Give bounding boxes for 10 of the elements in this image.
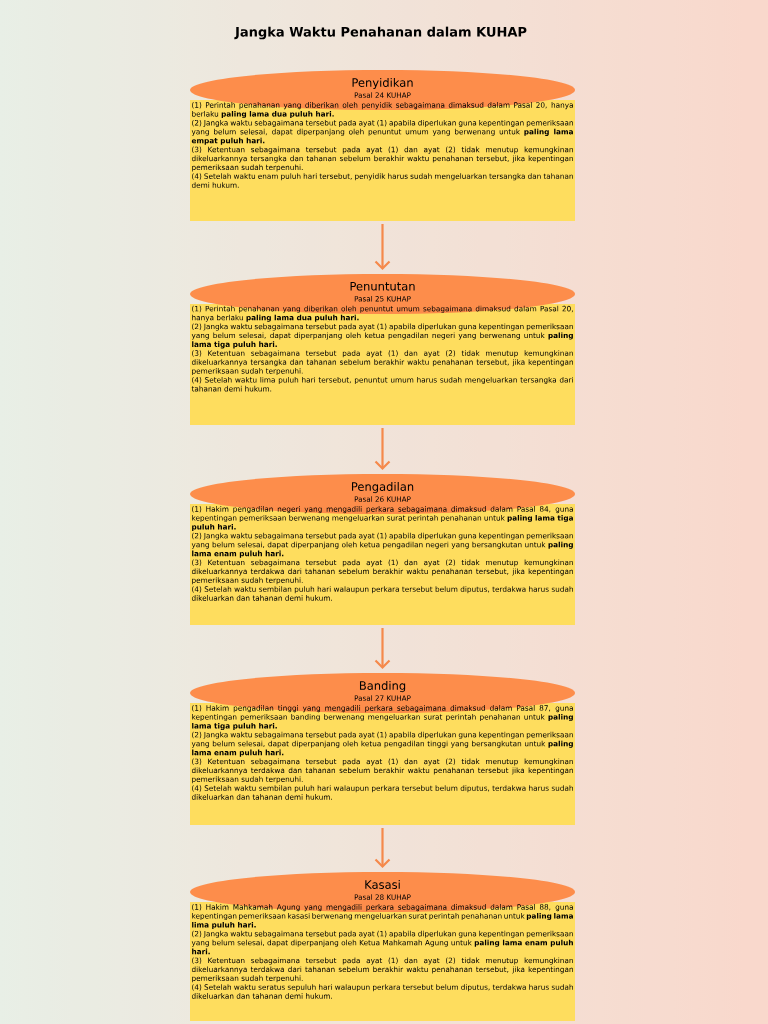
arrow [374,628,391,669]
node-label: Pengadilan [352,482,414,494]
node-label: Kasasi [365,880,400,889]
node-label: Banding [359,681,406,693]
arrow [374,224,391,270]
node-label: Penyidikan [352,78,413,90]
title: Jangka Waktu Penahanan dalam KUHAP [234,26,527,40]
arrow [374,428,391,470]
node-label: Penuntutan [350,282,415,291]
arrow [374,828,391,868]
